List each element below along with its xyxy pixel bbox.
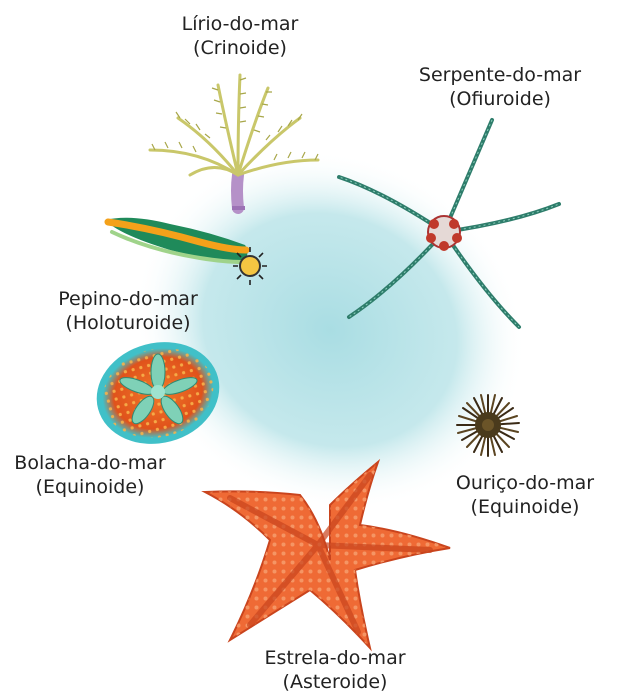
label-sand-dollar: Bolacha-do-mar (Equinoide) bbox=[0, 451, 180, 499]
label-crinoid-group: (Crinoide) bbox=[150, 36, 330, 60]
label-crinoid-name: Lírio-do-mar bbox=[150, 12, 330, 36]
label-brittle-star-name: Serpente-do-mar bbox=[400, 63, 600, 87]
label-brittle-star-group: (Ofiuroide) bbox=[400, 87, 600, 111]
label-crinoid: Lírio-do-mar (Crinoide) bbox=[150, 12, 330, 60]
label-sand-dollar-name: Bolacha-do-mar bbox=[0, 451, 180, 475]
label-starfish-group: (Asteroide) bbox=[240, 670, 430, 694]
label-sea-urchin: Ouriço-do-mar (Equinoide) bbox=[440, 471, 610, 519]
label-sea-cucumber: Pepino-do-mar (Holoturoide) bbox=[18, 287, 238, 335]
label-brittle-star: Serpente-do-mar (Ofiuroide) bbox=[400, 63, 600, 111]
label-sand-dollar-group: (Equinoide) bbox=[0, 475, 180, 499]
label-sea-cucumber-name: Pepino-do-mar bbox=[18, 287, 238, 311]
label-starfish: Estrela-do-mar (Asteroide) bbox=[240, 646, 430, 694]
label-starfish-name: Estrela-do-mar bbox=[240, 646, 430, 670]
label-sea-urchin-group: (Equinoide) bbox=[440, 495, 610, 519]
label-sea-cucumber-group: (Holoturoide) bbox=[18, 311, 238, 335]
label-sea-urchin-name: Ouriço-do-mar bbox=[440, 471, 610, 495]
